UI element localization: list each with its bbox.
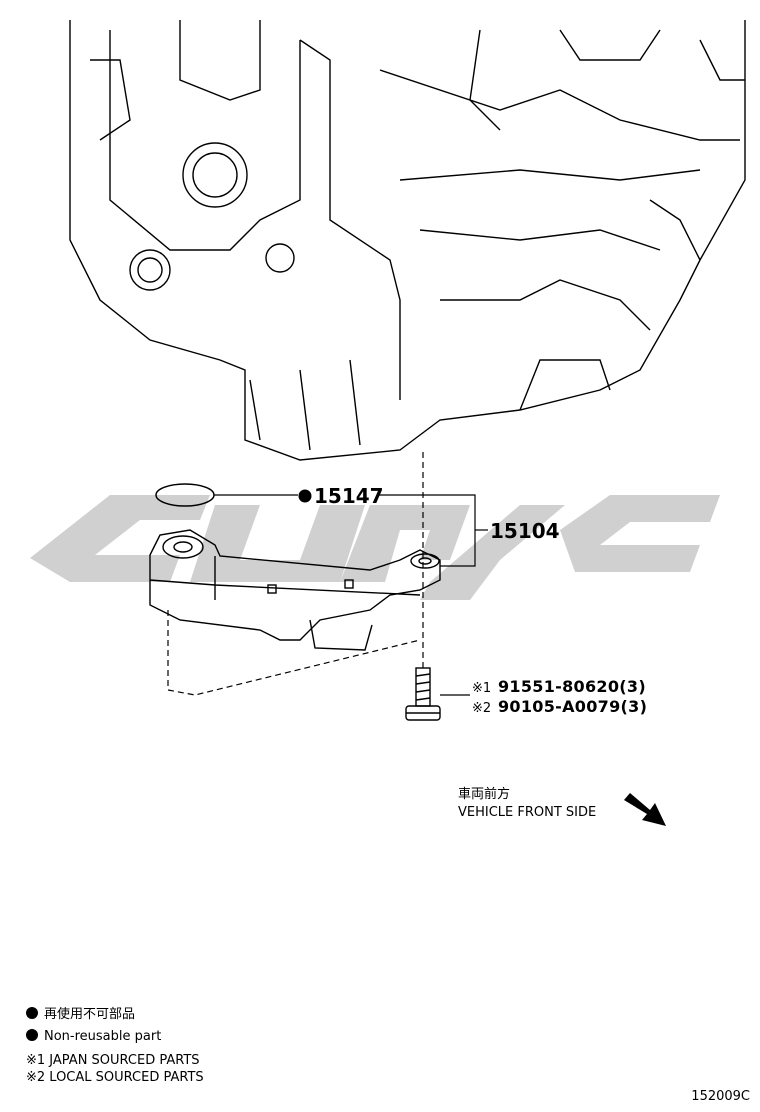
- nonreusable-dot: [298, 489, 312, 503]
- vehicle-front-label: 車両前方 VEHICLE FRONT SIDE: [458, 786, 596, 822]
- watermark-logo: [30, 495, 720, 600]
- legend-text: Non-reusable part: [44, 1029, 162, 1044]
- callout-bracket: [378, 494, 488, 696]
- bolt-japan-mark: ※1: [472, 681, 491, 696]
- o-ring-callout[interactable]: 15147: [314, 484, 384, 508]
- legend-nonreusable-en: Non-reusable part: [26, 1029, 161, 1045]
- vehicle-front-jp: 車両前方: [458, 787, 511, 802]
- bolt-local-mark: ※2: [472, 701, 491, 716]
- dashed-guides: [167, 452, 424, 696]
- bolt-japan-callout[interactable]: 91551-80620(3): [498, 677, 646, 696]
- vehicle-front-arrow-icon: [624, 793, 666, 826]
- strainer-callout[interactable]: 15104: [490, 519, 560, 543]
- bolt-part[interactable]: [405, 667, 441, 721]
- legend-dot-icon: [26, 1029, 38, 1041]
- legend-nonreusable-jp: 再使用不可部品: [26, 1007, 135, 1023]
- legend-dot-icon: [26, 1007, 38, 1019]
- vehicle-front-en: VEHICLE FRONT SIDE: [458, 805, 597, 820]
- legend-local-sourced: ※2 LOCAL SOURCED PARTS: [26, 1070, 204, 1085]
- legend-text: 再使用不可部品: [44, 1007, 136, 1022]
- engine-block: [69, 20, 746, 461]
- legend-japan-sourced: ※1 JAPAN SOURCED PARTS: [26, 1053, 200, 1068]
- oil-strainer-part[interactable]: [149, 529, 441, 651]
- bolt-local-callout[interactable]: 90105-A0079(3): [498, 697, 647, 716]
- figure-id: 152009C: [691, 1089, 750, 1104]
